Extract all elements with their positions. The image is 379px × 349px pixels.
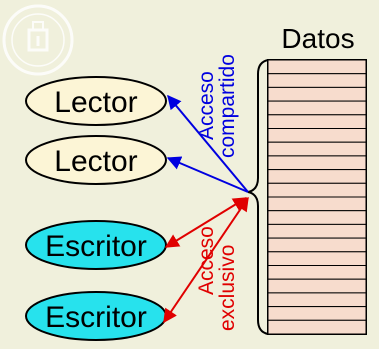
writer-node: Escritor: [25, 291, 167, 341]
data-row: [267, 223, 367, 239]
writer-node: Escritor: [25, 220, 167, 270]
data-row: [267, 251, 367, 267]
data-row: [267, 237, 367, 253]
data-row: [267, 114, 367, 130]
shared-access-line1: Acceso: [195, 71, 218, 140]
university-seal-icon: [2, 4, 74, 76]
data-row: [267, 100, 367, 116]
exclusive-access-line2: exclusivo: [216, 245, 239, 331]
data-row: [267, 196, 367, 212]
data-row: [267, 155, 367, 171]
reader-node: Lector: [25, 135, 167, 185]
data-row: [267, 141, 367, 157]
data-row: [267, 210, 367, 225]
shared-access-line2: compartido: [216, 54, 239, 158]
data-brace: [247, 59, 269, 335]
exclusive-access-label: Acceso exclusivo: [195, 226, 239, 331]
data-row: [267, 128, 367, 143]
data-row: [267, 278, 367, 294]
data-row: [267, 182, 367, 198]
shared-access-arrow: [167, 94, 249, 193]
data-row: [267, 86, 367, 102]
shared-access-label: Acceso compartido: [195, 54, 239, 158]
data-row: [267, 73, 367, 88]
reader-label: Lector: [54, 86, 137, 119]
data-row: [267, 59, 367, 75]
data-row: [267, 265, 367, 280]
reader-label: Lector: [54, 145, 137, 178]
data-title: Datos: [281, 23, 354, 54]
exclusive-access-line1: Acceso: [195, 226, 218, 295]
data-row: [267, 319, 367, 335]
writer-label: Escritor: [45, 230, 147, 263]
data-table: [267, 59, 367, 335]
data-row: [267, 306, 367, 321]
exclusive-access-arrow: [163, 196, 249, 324]
writer-label: Escritor: [45, 301, 147, 334]
data-row: [267, 169, 367, 184]
data-row: [267, 292, 367, 308]
shared-access-arrow: [166, 156, 249, 193]
reader-node: Lector: [25, 76, 167, 126]
